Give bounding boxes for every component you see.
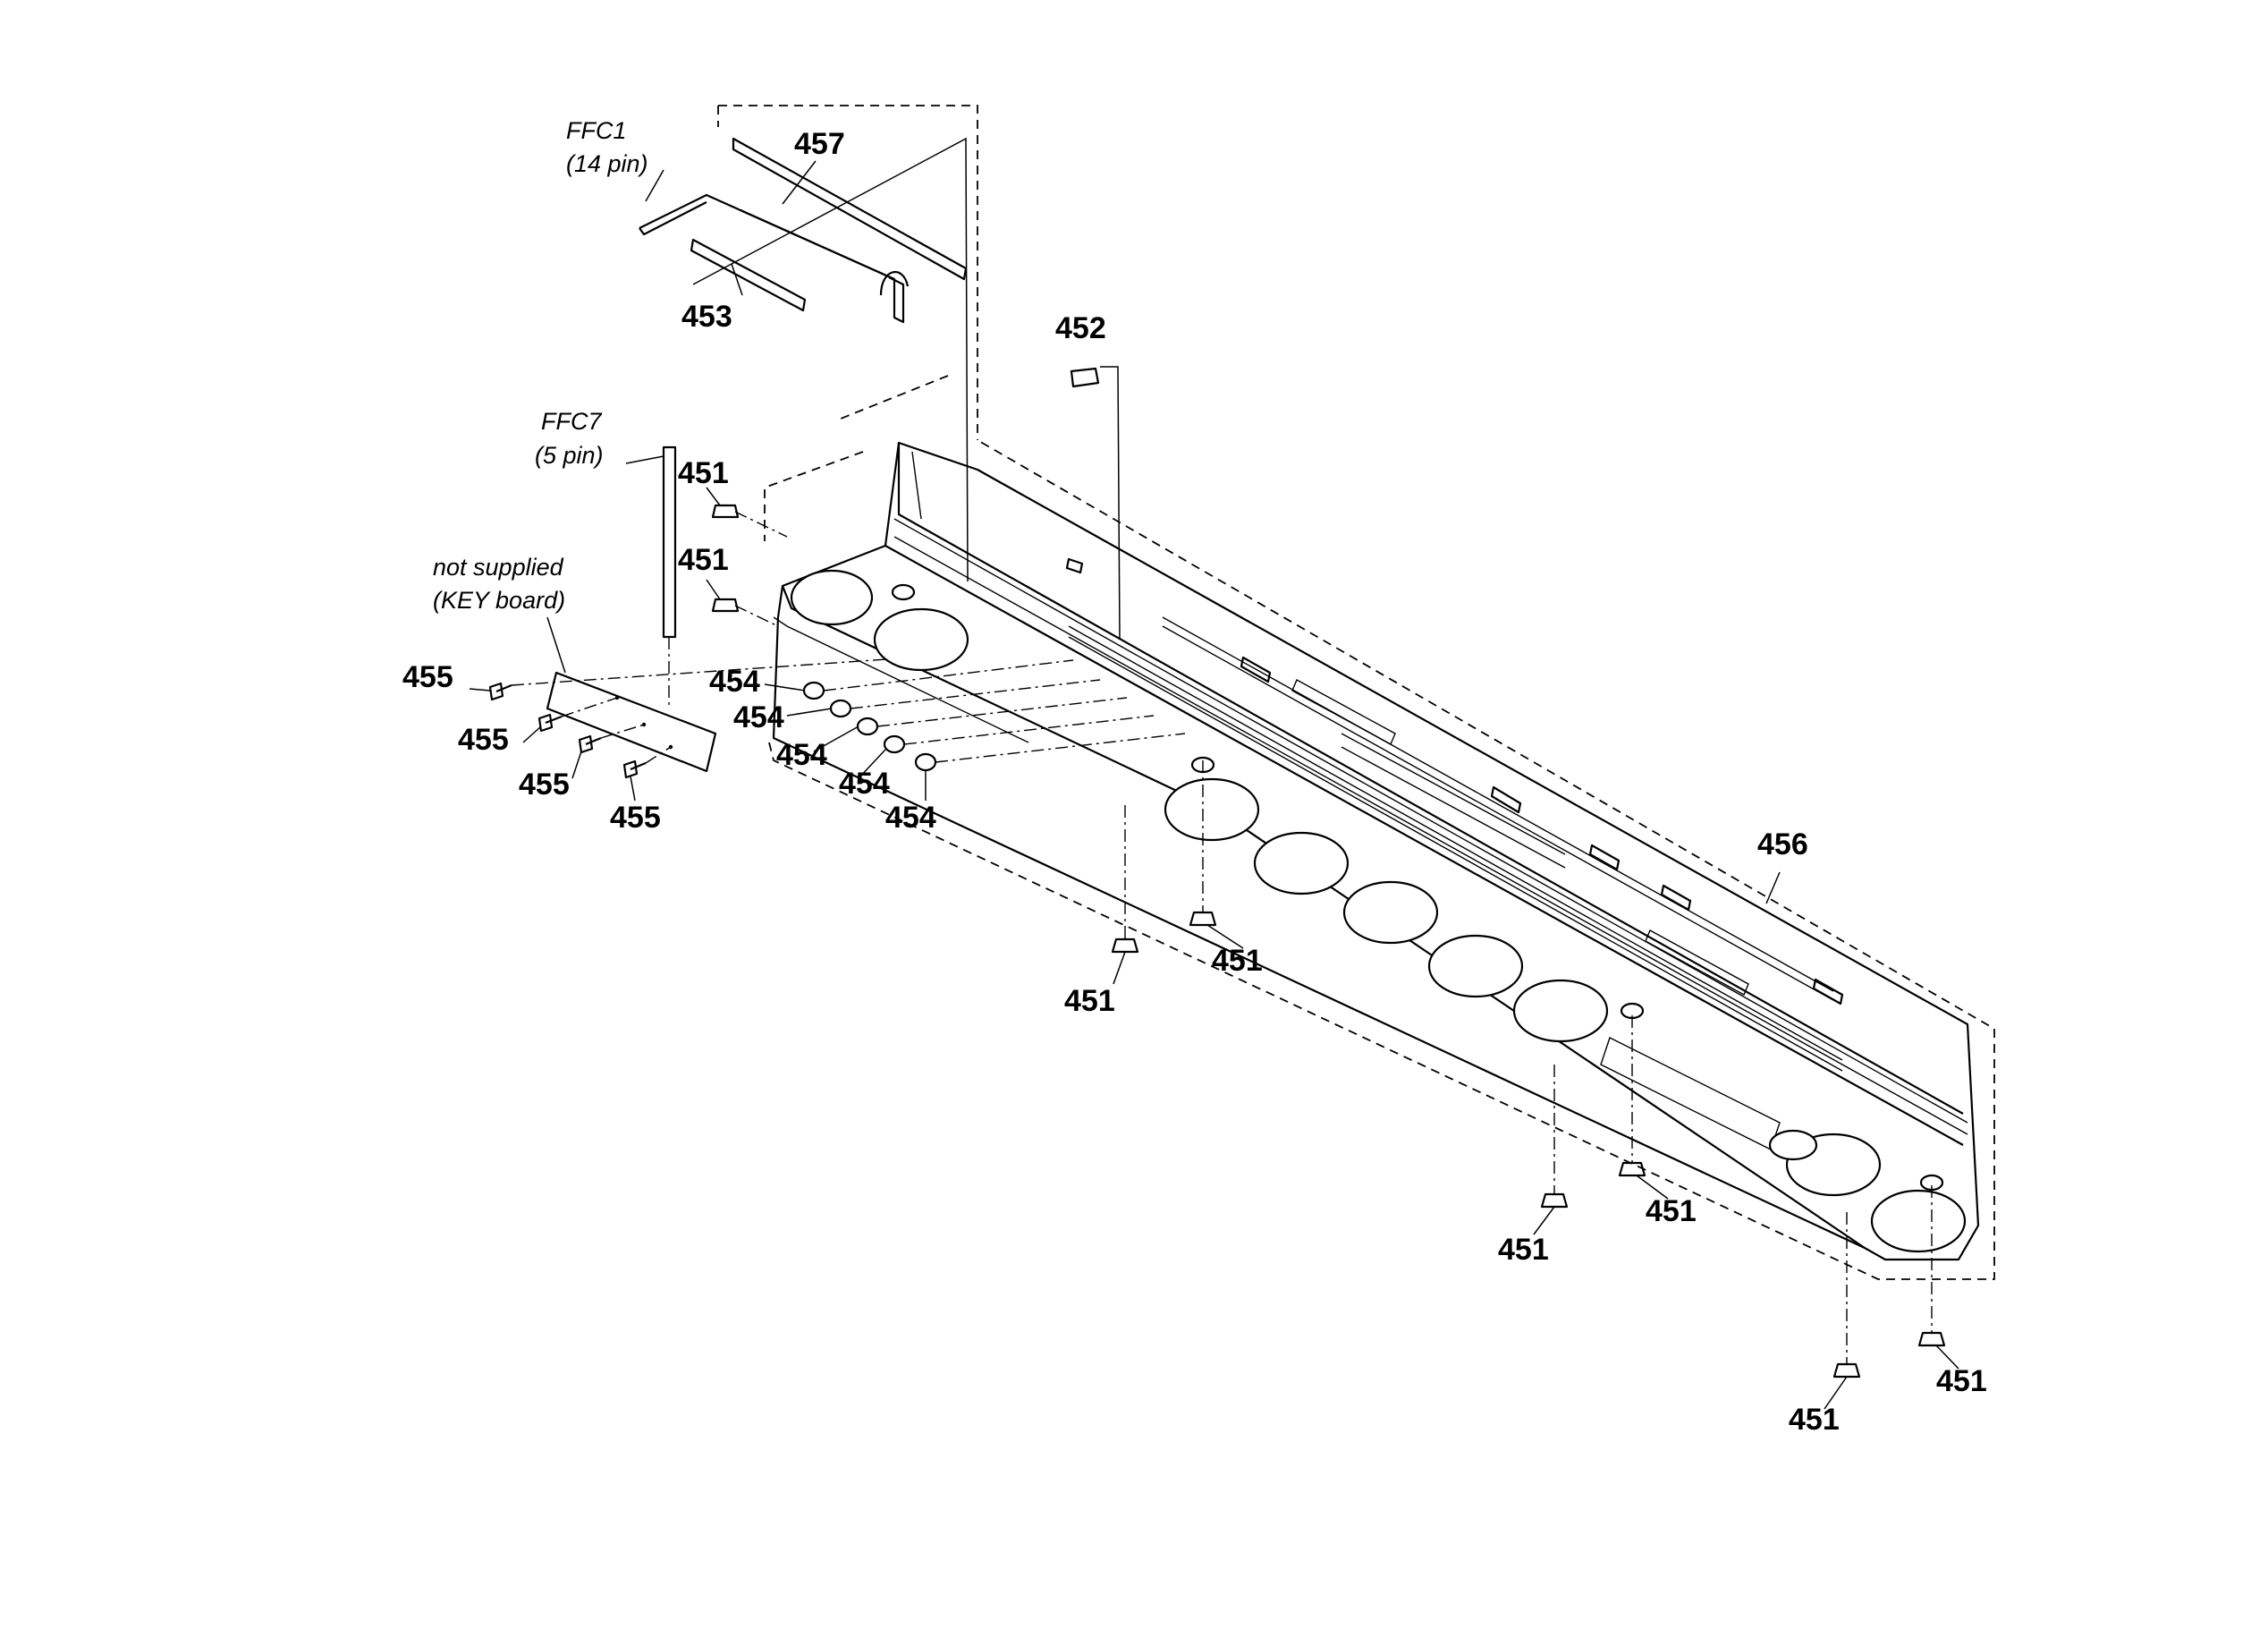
- frame-holes: [790, 569, 1967, 1253]
- leader-key-board: [546, 616, 566, 674]
- not-supplied-label: not supplied: [433, 554, 564, 581]
- callout-451-top-1: 451: [678, 456, 729, 490]
- callout-451-mid-2: 451: [1064, 984, 1115, 1018]
- callout-455-d: 455: [610, 801, 661, 835]
- ffc7-label: FFC7: [541, 408, 602, 435]
- callout-454-a: 454: [709, 665, 760, 699]
- ffc1-group-boundary: [717, 105, 978, 440]
- leader-ffc1: [645, 169, 664, 202]
- leader-457: [782, 160, 817, 205]
- ffc7-flat-cable: [662, 445, 677, 639]
- leader-452: [1100, 366, 1121, 641]
- ffc1-flat-cable: [639, 193, 910, 324]
- callout-456: 456: [1757, 827, 1808, 861]
- callout-454-c: 454: [776, 738, 827, 772]
- callout-457: 457: [794, 127, 845, 161]
- callout-451-end-1: 451: [1936, 1364, 1987, 1398]
- ffc7-pins-label: (5 pin): [535, 442, 604, 469]
- leader-457-453-group: [692, 137, 969, 582]
- callout-455-a: 455: [402, 660, 453, 694]
- ffc1-pins-label: (14 pin): [566, 150, 648, 177]
- leader-456: [1765, 871, 1781, 904]
- screw-455-d: [622, 746, 672, 802]
- callout-451-end-2: 451: [1789, 1403, 1840, 1437]
- leader-453: [731, 263, 743, 296]
- callout-451-top-2: 451: [678, 543, 729, 577]
- callout-455-c: 455: [519, 768, 570, 802]
- part-452-pad: [1070, 367, 1100, 388]
- callout-454-d: 454: [839, 767, 890, 801]
- screw-455-b: [522, 697, 618, 743]
- part-453-strip: [690, 238, 807, 312]
- callout-455-b: 455: [458, 723, 509, 757]
- callout-453: 453: [681, 300, 732, 334]
- key-board-label: (KEY board): [433, 587, 565, 614]
- nuts-451: [706, 487, 1959, 1410]
- callout-451-low-1: 451: [1646, 1194, 1697, 1228]
- screw-455-c: [571, 724, 645, 779]
- ffc1-label: FFC1: [566, 117, 627, 144]
- part-457-strip: [732, 137, 968, 281]
- chassis-frame-456: [772, 441, 1980, 1261]
- callout-451-low-2: 451: [1498, 1233, 1549, 1267]
- callout-452: 452: [1055, 311, 1106, 345]
- leader-ffc7: [625, 455, 664, 464]
- key-board: [546, 671, 717, 773]
- callout-454-e: 454: [885, 801, 936, 835]
- frame-group-boundary-left: [764, 439, 1995, 1280]
- callout-451-mid-1: 451: [1212, 944, 1263, 978]
- callout-454-b: 454: [733, 700, 784, 734]
- screw-455-a: [469, 657, 913, 701]
- bushings-454: [764, 659, 1186, 801]
